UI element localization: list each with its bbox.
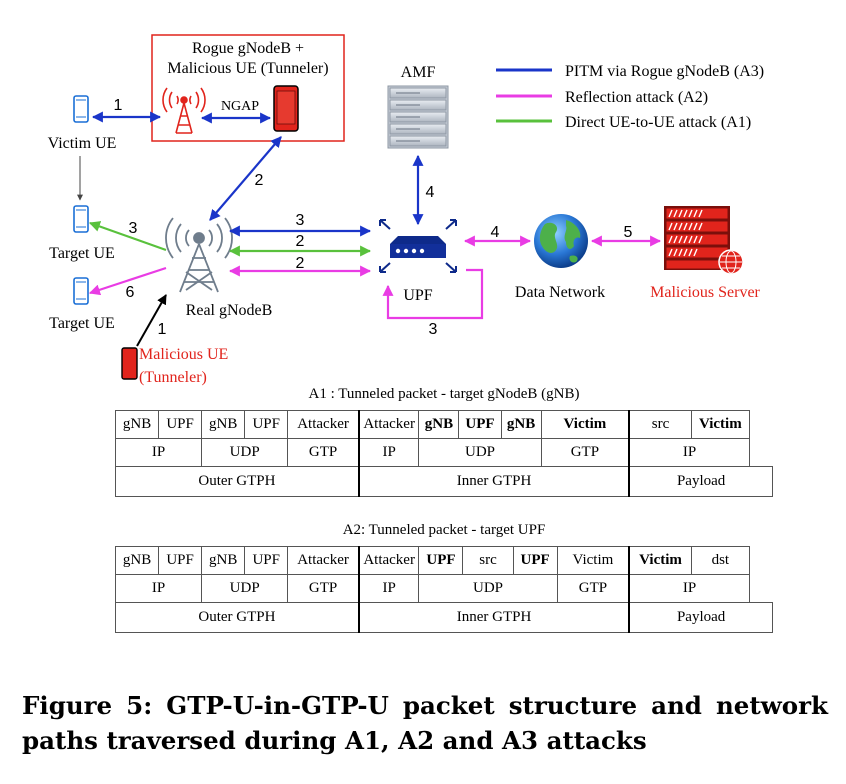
cell: GTP bbox=[287, 574, 360, 603]
cell bbox=[748, 546, 773, 575]
amf-label: AMF bbox=[401, 64, 436, 81]
network-diagram: Rogue gNodeB + Malicious UE (Tunneler) N… bbox=[48, 34, 764, 386]
legend: PITM via Rogue gNodeB (A3) Reflection at… bbox=[496, 63, 764, 131]
malicious-ue-label: Malicious UE bbox=[139, 346, 228, 363]
cell: UPF bbox=[244, 546, 289, 575]
figure-caption: Figure 5: GTP-U-in-GTP-U packet structur… bbox=[22, 691, 828, 755]
cell: gNB bbox=[201, 546, 246, 575]
data-network-globe-icon bbox=[534, 214, 588, 268]
step-label-malicious-real: 1 bbox=[158, 321, 167, 338]
real-gnodeb-label: Real gNodeB bbox=[186, 302, 273, 319]
cell: UDP bbox=[201, 438, 289, 467]
victim-ue-label: Victim UE bbox=[48, 135, 117, 152]
step-label-upf-dn: 4 bbox=[491, 224, 500, 241]
cell: IP bbox=[628, 438, 750, 467]
legend-label-a1: Direct UE-to-UE attack (A1) bbox=[565, 114, 751, 131]
target-ue-1-phone-icon bbox=[73, 205, 89, 233]
cell: Inner GTPH bbox=[358, 466, 631, 497]
step-label-real-target-green: 3 bbox=[129, 220, 138, 237]
cell bbox=[748, 574, 773, 603]
cell: Attacker bbox=[357, 546, 420, 575]
data-network-label: Data Network bbox=[515, 284, 605, 301]
cell bbox=[748, 410, 773, 439]
cell: GTP bbox=[540, 438, 630, 467]
cell: UPF bbox=[418, 546, 464, 575]
cell: Victim bbox=[690, 410, 750, 439]
step-label-amf-upf: 4 bbox=[426, 184, 435, 201]
cell: Victim bbox=[540, 410, 630, 439]
real-target2-magenta-arrow bbox=[88, 266, 167, 296]
real-target1-green-arrow bbox=[88, 221, 167, 252]
upf-label: UPF bbox=[403, 287, 432, 304]
target-ue-2-label: Target UE bbox=[49, 315, 115, 332]
victim-ue-phone-icon bbox=[73, 95, 89, 123]
cell: Victim bbox=[556, 546, 630, 575]
malicious-ue-phone-icon bbox=[121, 347, 138, 380]
cell: GTP bbox=[556, 574, 630, 603]
rogue-real-arrow bbox=[209, 136, 282, 221]
step-label-real-upf-green: 2 bbox=[296, 233, 305, 250]
cell: IP bbox=[628, 574, 750, 603]
ngap-label: NGAP bbox=[221, 99, 259, 114]
malicious-real-arrow bbox=[136, 294, 167, 347]
cell: gNB bbox=[418, 410, 460, 439]
cell: Attacker bbox=[357, 410, 420, 439]
cell: UDP bbox=[418, 574, 558, 603]
cell: Attacker bbox=[287, 410, 360, 439]
cell: UPF bbox=[244, 410, 289, 439]
table-a1-title: A1 : Tunneled packet - target gNodeB (gN… bbox=[308, 386, 580, 402]
step-label-real-upf-blue: 3 bbox=[296, 212, 305, 229]
cell bbox=[748, 438, 773, 467]
cell: UPF bbox=[458, 410, 502, 439]
cell: Payload bbox=[628, 602, 774, 633]
cell: gNB bbox=[500, 410, 542, 439]
upf-router-icon bbox=[379, 219, 457, 273]
table-a1: gNB UPF gNB UPF Attacker Attacker gNB UP… bbox=[114, 410, 774, 497]
malicious-server-icon bbox=[664, 206, 744, 275]
cell: IP bbox=[114, 574, 203, 603]
table-a2-title: A2: Tunneled packet - target UPF bbox=[342, 522, 546, 538]
legend-label-a2: Reflection attack (A2) bbox=[565, 89, 708, 106]
step-label-victim-rogue: 1 bbox=[114, 97, 123, 114]
cell: src bbox=[462, 546, 514, 575]
real-gnodeb-tower-icon bbox=[165, 217, 233, 293]
cell: IP bbox=[357, 574, 420, 603]
cell: dst bbox=[690, 546, 750, 575]
cell: UPF bbox=[158, 546, 203, 575]
cell: UPF bbox=[158, 410, 203, 439]
cell: Attacker bbox=[287, 546, 360, 575]
rogue-phone-icon bbox=[273, 85, 299, 132]
cell: Inner GTPH bbox=[358, 602, 631, 633]
legend-label-a3: PITM via Rogue gNodeB (A3) bbox=[565, 63, 764, 80]
cell: gNB bbox=[114, 410, 160, 439]
step-label-dn-server: 5 bbox=[624, 224, 633, 241]
upf-loop-arrow bbox=[382, 268, 484, 320]
malicious-server-label: Malicious Server bbox=[650, 284, 760, 301]
cell: UPF bbox=[512, 546, 558, 575]
target-ue-2-phone-icon bbox=[73, 277, 89, 305]
cell: src bbox=[628, 410, 692, 439]
cell: IP bbox=[114, 438, 203, 467]
cell: Payload bbox=[628, 466, 774, 497]
cell: Outer GTPH bbox=[114, 466, 360, 497]
amf-server-icon bbox=[387, 85, 449, 149]
cell: Outer GTPH bbox=[114, 602, 360, 633]
step-label-real-target-magenta: 6 bbox=[126, 284, 135, 301]
cell: UDP bbox=[201, 574, 289, 603]
cell: UDP bbox=[418, 438, 542, 467]
cell: gNB bbox=[201, 410, 246, 439]
step-label-real-upf-magenta: 2 bbox=[296, 255, 305, 272]
target-ue-1-label: Target UE bbox=[49, 245, 115, 262]
rogue-antenna-icon bbox=[162, 87, 206, 134]
cell: gNB bbox=[114, 546, 160, 575]
cell: GTP bbox=[287, 438, 360, 467]
rogue-box-subtitle: Malicious UE (Tunneler) bbox=[167, 60, 328, 77]
step-label-upf-loop: 3 bbox=[429, 321, 438, 338]
table-a2: gNB UPF gNB UPF Attacker Attacker UPF sr… bbox=[114, 546, 774, 633]
rogue-box-title: Rogue gNodeB + bbox=[192, 40, 304, 57]
cell: Victim bbox=[628, 546, 692, 575]
cell: IP bbox=[357, 438, 420, 467]
malicious-ue-sublabel: (Tunneler) bbox=[139, 369, 207, 386]
step-label-rogue-real: 2 bbox=[255, 172, 264, 189]
